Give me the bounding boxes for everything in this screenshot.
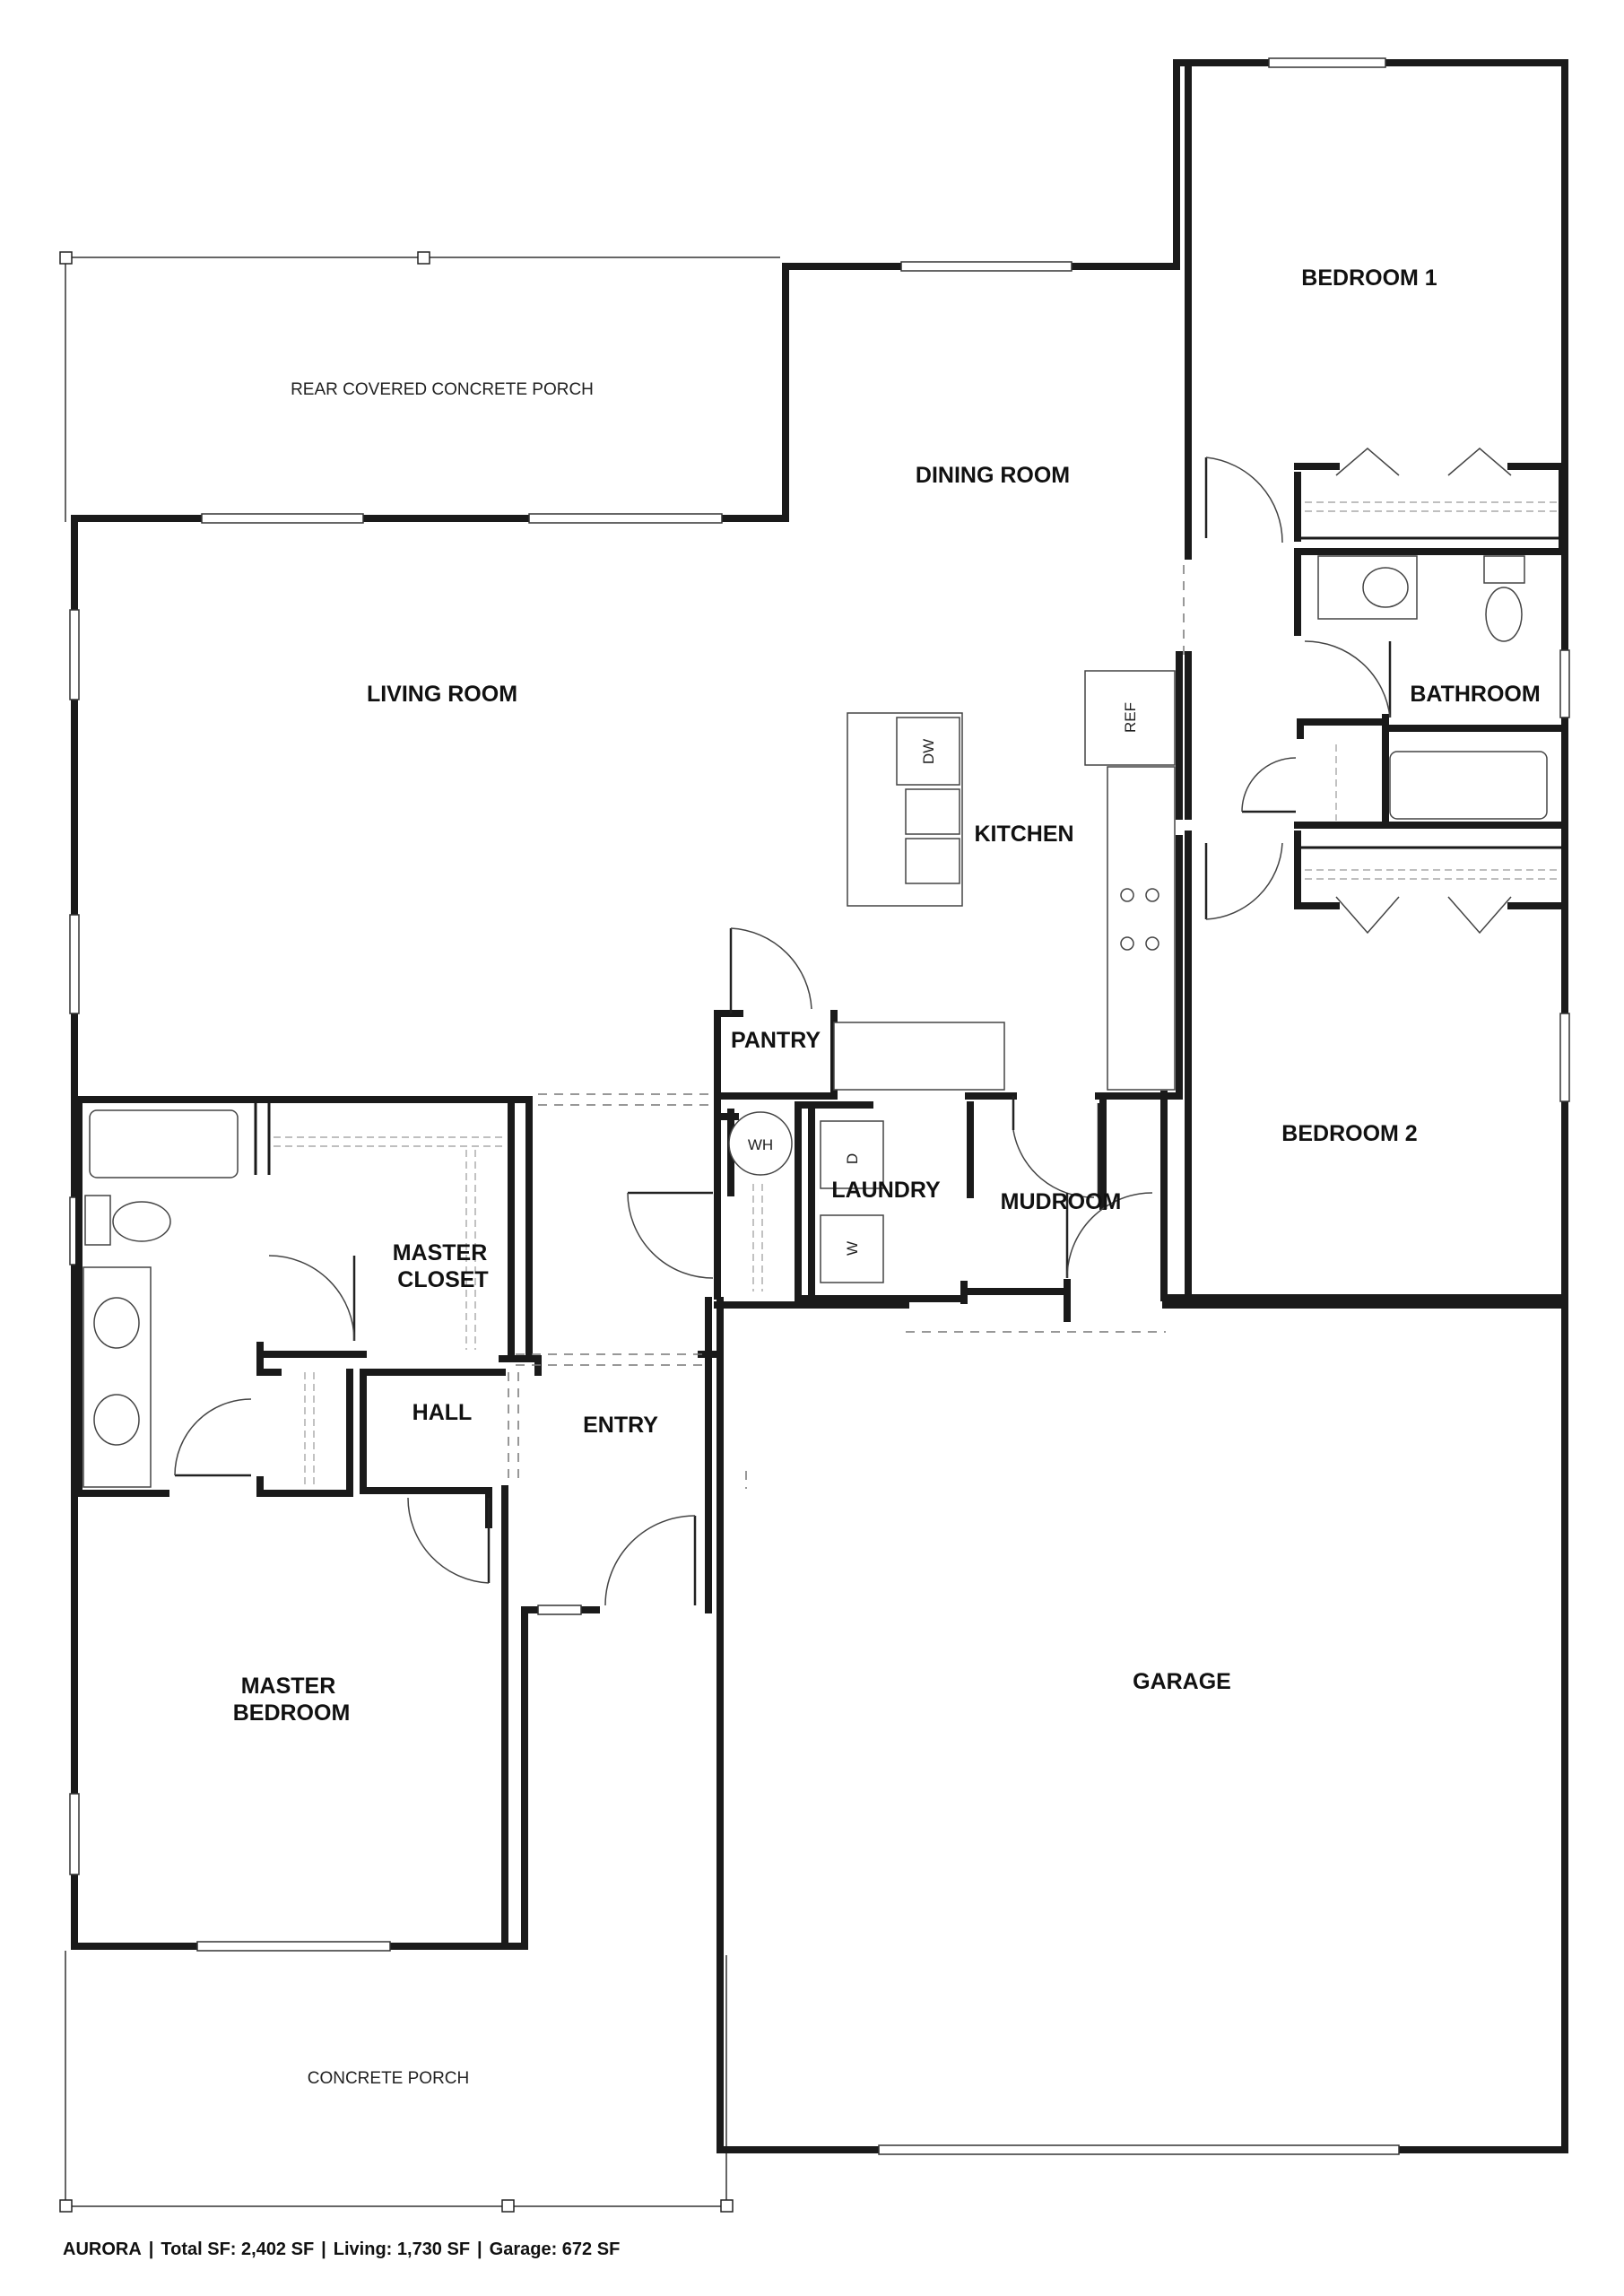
windows xyxy=(69,57,1570,2155)
label-pantry: PANTRY xyxy=(731,1028,821,1053)
summary-separator: | xyxy=(148,2239,154,2259)
label-mudroom: MUDROOM xyxy=(1001,1189,1122,1214)
summary-separator: | xyxy=(321,2239,326,2259)
rear-porch-outline xyxy=(59,251,780,522)
label-bedroom-2: BEDROOM 2 xyxy=(1281,1121,1417,1146)
label-living-room: LIVING ROOM xyxy=(367,682,517,707)
label-washer: W xyxy=(844,1241,861,1256)
label-rear-porch: REAR COVERED CONCRETE PORCH xyxy=(291,380,594,399)
label-master-closet-line2: CLOSET xyxy=(397,1267,488,1292)
label-master-bedroom: MASTER BEDROOM xyxy=(233,1674,351,1726)
label-garage: GARAGE xyxy=(1133,1669,1231,1694)
exterior-walls xyxy=(71,59,1568,2153)
label-bathroom: BATHROOM xyxy=(1410,682,1540,707)
garage-sf: Garage: 672 SF xyxy=(489,2239,621,2259)
openings xyxy=(274,501,1559,1489)
label-refrigerator: REF xyxy=(1122,702,1139,733)
label-master-bedroom-line2: BEDROOM xyxy=(233,1700,351,1726)
total-sf: Total SF: 2,402 SF xyxy=(161,2239,315,2259)
doors xyxy=(174,457,1392,1606)
label-master-closet-line1: MASTER xyxy=(393,1240,488,1265)
living-sf: Living: 1,730 SF xyxy=(333,2239,471,2259)
plan-name: AURORA xyxy=(63,2239,142,2259)
summary-separator: | xyxy=(477,2239,482,2259)
label-kitchen: KITCHEN xyxy=(974,822,1073,847)
label-master-closet: MASTER CLOSET xyxy=(393,1240,494,1292)
label-entry: ENTRY xyxy=(583,1413,658,1438)
label-water-heater: WH xyxy=(748,1136,773,1153)
label-laundry: LAUNDRY xyxy=(831,1178,941,1203)
plan-summary: AURORA | Total SF: 2,402 SF | Living: 1,730 … xyxy=(63,2239,620,2260)
label-front-porch: CONCRETE PORCH xyxy=(308,2069,470,2088)
label-dryer: D xyxy=(844,1153,861,1164)
interior-walls xyxy=(71,64,1568,1950)
label-bedroom-1: BEDROOM 1 xyxy=(1301,265,1437,291)
label-hall: HALL xyxy=(413,1400,473,1425)
label-dishwasher: DW xyxy=(920,739,937,764)
label-master-bedroom-line1: MASTER xyxy=(241,1674,336,1699)
label-dining-room: DINING ROOM xyxy=(916,463,1070,488)
front-porch-outline xyxy=(59,1951,734,2213)
fixtures xyxy=(83,448,1548,1488)
